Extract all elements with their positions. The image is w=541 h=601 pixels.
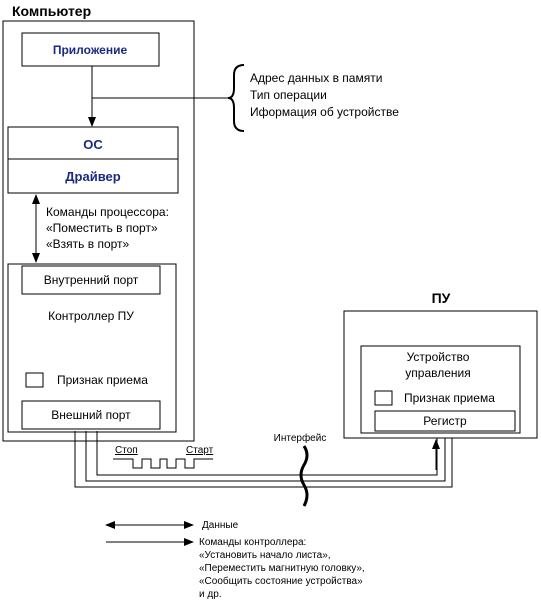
os-label: ОС xyxy=(83,137,103,152)
cpu-commands-line-3: «Взять в порт» xyxy=(46,237,130,251)
control-unit-line-2: управления xyxy=(405,366,470,380)
peripheral-title: ПУ xyxy=(432,290,451,306)
os-driver-box xyxy=(7,126,179,194)
computer-title: Компьютер xyxy=(12,3,91,19)
request-info-line-3: Иформация об устройстве xyxy=(250,105,399,119)
external-port-box xyxy=(21,400,161,430)
controller-receive-flag-box xyxy=(25,372,44,388)
signal-waveform xyxy=(113,458,213,469)
signal-stop-label: Стоп xyxy=(115,445,138,456)
signal-start-label: Старт xyxy=(186,445,214,456)
driver-label: Драйвер xyxy=(65,169,120,184)
application-label: Приложение xyxy=(53,43,128,57)
legend-data-label: Данные xyxy=(202,520,239,531)
internal-port-box xyxy=(21,265,161,295)
legend-commands-line-1: Команды контроллера: xyxy=(199,537,306,548)
request-info-brace xyxy=(227,64,245,132)
internal-port-label: Внутренний порт xyxy=(44,273,139,287)
request-info-line-2: Тип операции xyxy=(250,88,327,102)
request-info-line-1: Адрес данных в памяти xyxy=(250,71,382,85)
legend-commands-line-2: «Установить начало листа», xyxy=(199,550,331,561)
legend-commands-line-5: и др. xyxy=(199,589,222,600)
controller-title: Контроллер ПУ xyxy=(48,309,134,323)
application-box xyxy=(21,32,160,67)
peripheral-receive-flag-box xyxy=(374,390,393,406)
interface-break xyxy=(299,445,309,507)
register-label: Регистр xyxy=(423,414,467,428)
legend-commands-line-3: «Переместить магнитную головку», xyxy=(199,563,365,574)
peripheral-receive-flag-label: Признак приема xyxy=(404,391,495,405)
cpu-commands-line-1: Команды процессора: xyxy=(46,205,169,219)
register-box xyxy=(374,410,516,432)
cable-middle xyxy=(85,431,446,482)
controller-receive-flag-label: Признак приема xyxy=(57,373,148,387)
external-port-label: Внешний порт xyxy=(51,408,131,422)
control-unit-line-1: Устройство xyxy=(407,350,470,364)
legend-commands-line-4: «Сообщить состояние устройства» xyxy=(199,575,363,587)
cable-inner xyxy=(96,431,438,476)
cable-outer xyxy=(74,431,453,488)
cpu-commands-line-2: «Поместить в порт» xyxy=(46,221,158,235)
interface-label: Интерфейс xyxy=(274,432,327,444)
